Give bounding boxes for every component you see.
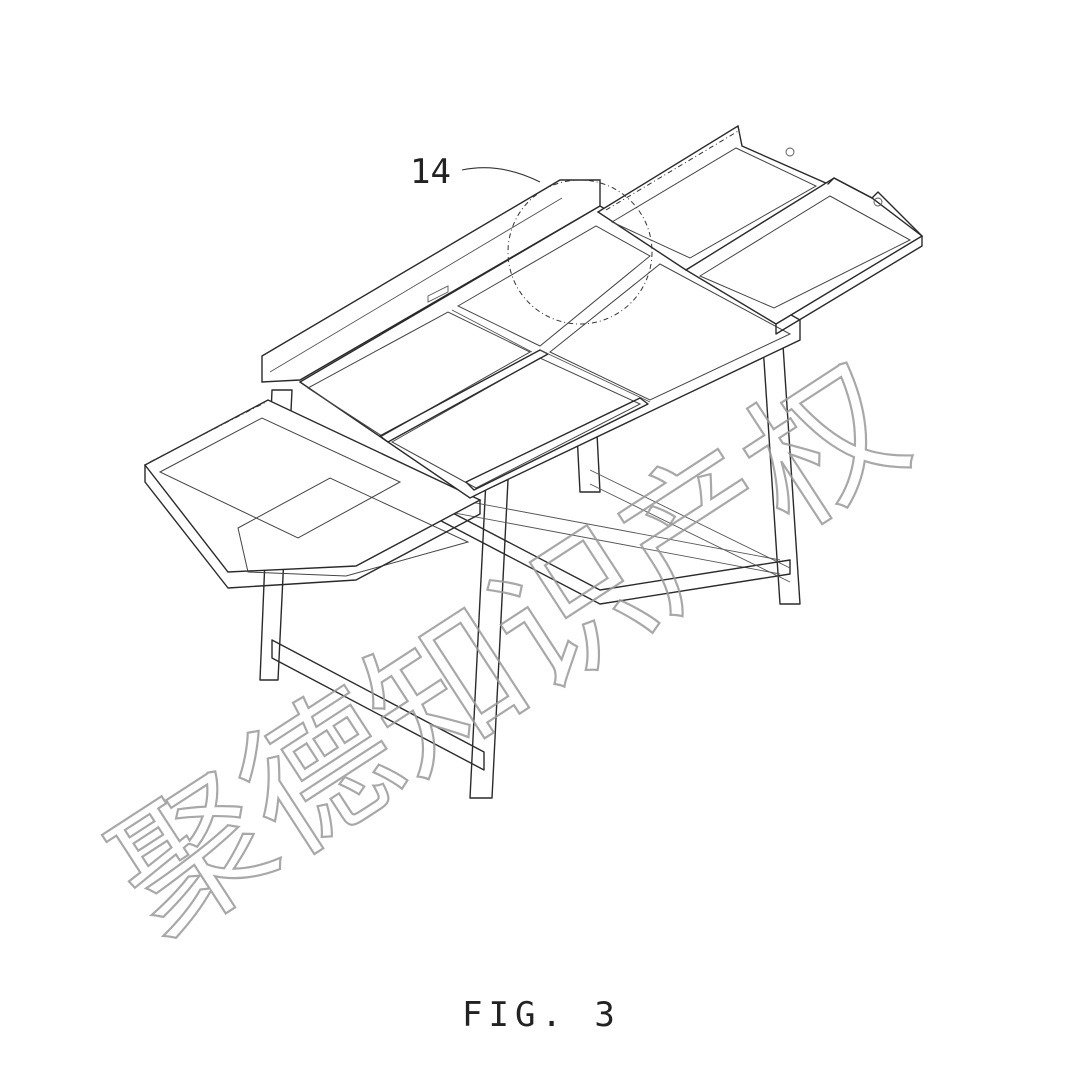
left-tray-panel-2 [237, 477, 470, 577]
left-tray-panel-1 [158, 417, 402, 539]
right-tray-upper-panel [610, 147, 818, 259]
leg-front-left [259, 389, 293, 681]
left-tray-body [143, 399, 482, 573]
stretcher-front [271, 639, 485, 771]
main-tabletop [261, 179, 801, 499]
right-tray-lip [775, 177, 923, 335]
right-extension-trays [596, 124, 924, 335]
stretcher-rear [589, 469, 791, 583]
leader-line [461, 167, 541, 183]
figure-caption: FIG. 3 [462, 995, 621, 1035]
top-panel-3 [456, 225, 651, 347]
top-panel-4 [549, 263, 792, 401]
right-tray-upper-rail [605, 129, 741, 211]
left-extension-tray [143, 399, 482, 589]
center-rail-detail [451, 309, 651, 403]
back-rail-detail [269, 197, 563, 373]
top-panel-1 [307, 311, 532, 437]
right-tray-hole-2 [873, 197, 883, 207]
right-tray-upper [596, 124, 830, 271]
detail-circle [507, 179, 653, 325]
right-tray-lower-panel [698, 195, 912, 309]
reference-numeral-14: 14 [410, 152, 451, 192]
left-tray-lip [144, 464, 481, 589]
detail-callout-14: 14 [410, 152, 653, 325]
center-rail-b [465, 397, 649, 491]
right-tray-hole-1 [785, 147, 795, 157]
left-tray-rail [149, 401, 267, 463]
